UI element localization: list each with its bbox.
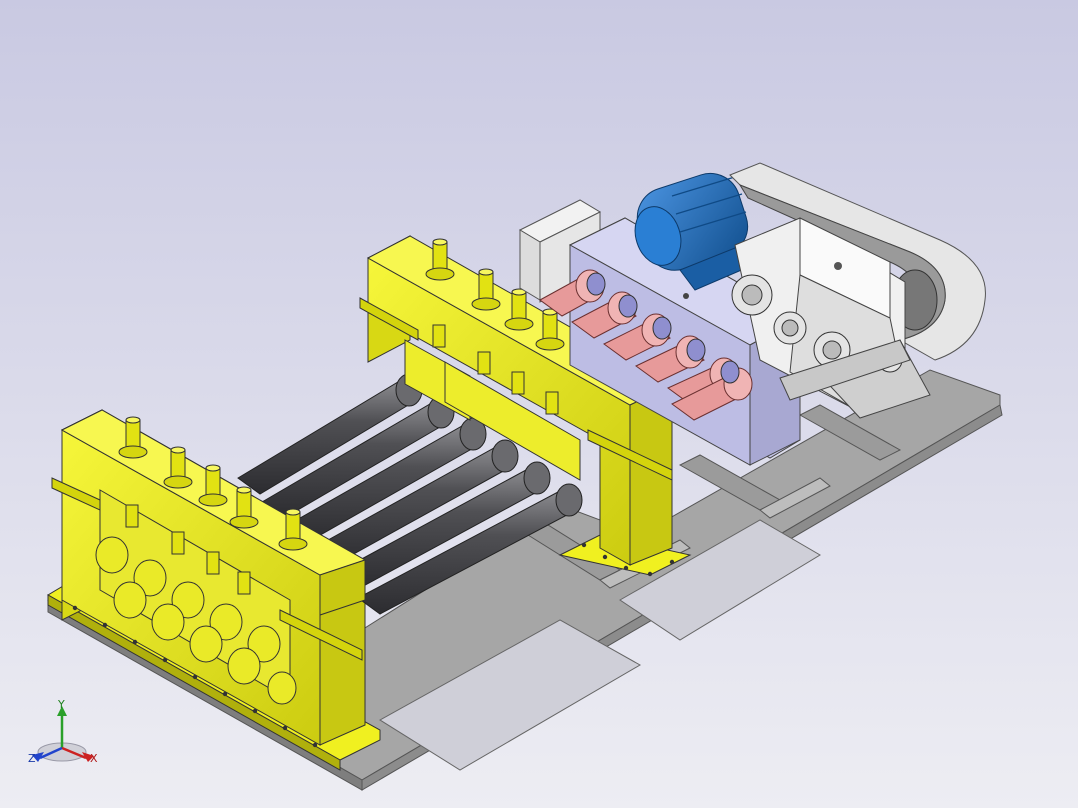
lower-screws-front	[125, 504, 251, 595]
speed-reducer[interactable]	[729, 162, 986, 419]
screw-post[interactable]	[471, 268, 501, 311]
roller[interactable]	[357, 483, 583, 615]
front-stand-bearings	[95, 536, 297, 705]
drive-motor[interactable]	[628, 166, 761, 291]
triad-x-arrow	[82, 752, 94, 762]
motor-fins	[671, 175, 747, 233]
triad-z-axis	[39, 746, 63, 760]
triad-z-arrow	[32, 752, 44, 762]
coupling-flanges	[586, 272, 740, 384]
universal-couplings[interactable]	[539, 269, 753, 421]
screw-post[interactable]	[504, 288, 534, 331]
front-base-bolts	[72, 605, 318, 748]
roller[interactable]	[333, 461, 551, 591]
triad-x-label: X	[90, 752, 98, 765]
screw-post[interactable]	[198, 464, 228, 507]
screw-post[interactable]	[278, 508, 308, 551]
screw-post[interactable]	[229, 486, 259, 529]
triad-y-label: Y	[57, 698, 65, 711]
coordinate-triad[interactable]: Y X Z	[28, 698, 98, 765]
triad-z-label: Z	[28, 752, 36, 765]
straightening-rollers[interactable]	[237, 373, 583, 615]
triad-y-arrow	[57, 706, 67, 716]
triad-x-axis	[61, 746, 87, 760]
adjustment-screws-front[interactable]	[118, 416, 308, 595]
reducer-bearing-caps	[731, 274, 903, 373]
screw-post[interactable]	[425, 238, 455, 281]
screw-post[interactable]	[535, 308, 565, 351]
screw-post[interactable]	[163, 446, 193, 489]
rear-base-bolts	[581, 542, 675, 577]
screw-post[interactable]	[118, 416, 148, 459]
clamp-brackets	[51, 297, 673, 661]
lower-screws-rear	[432, 324, 559, 415]
